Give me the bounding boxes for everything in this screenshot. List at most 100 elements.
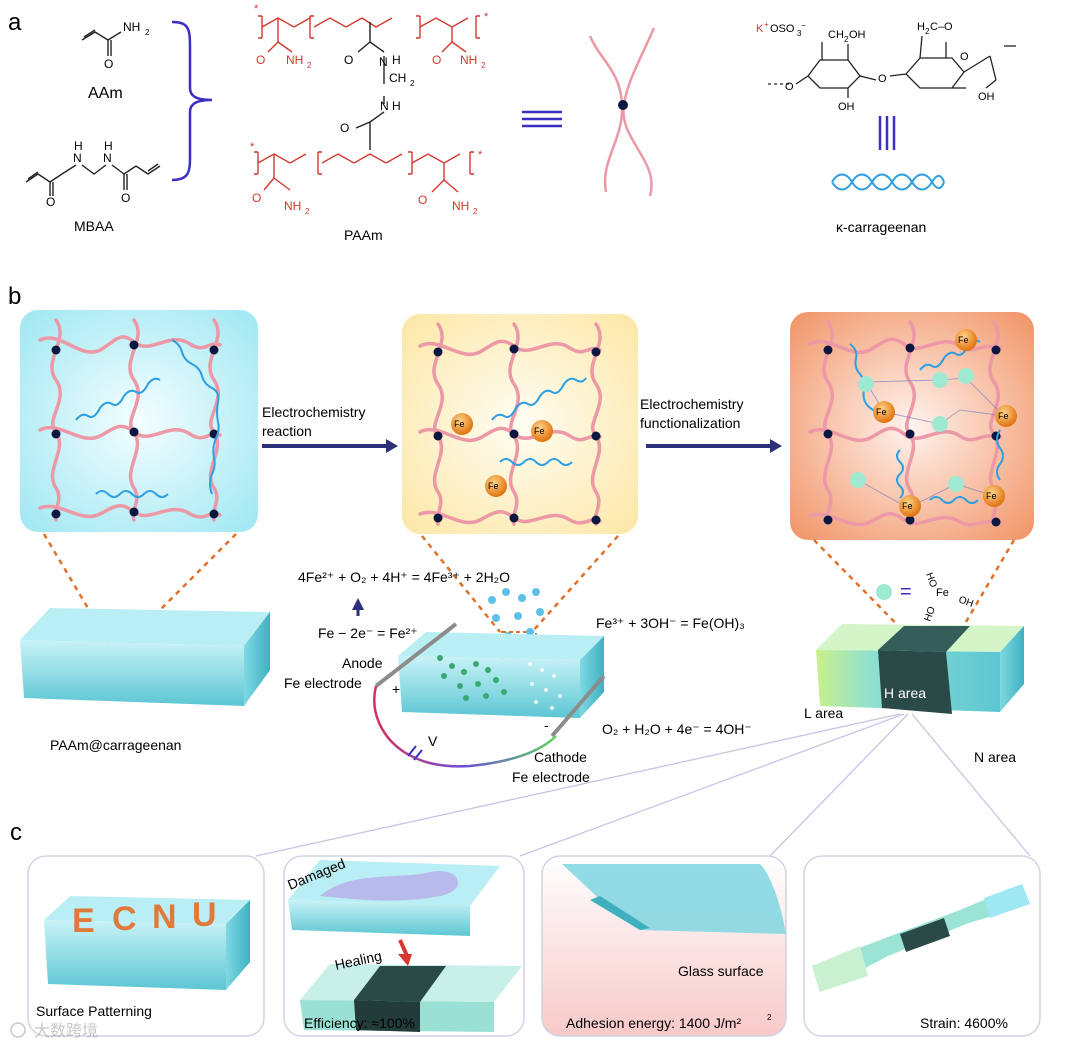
- arrow2-label-line2: functionalization: [640, 415, 740, 431]
- carrageenan-h2c-sub: 2: [925, 27, 930, 36]
- ecnu-c: C: [112, 900, 137, 938]
- carrageenan-oso3-sup: −: [801, 21, 806, 30]
- anode-line1: Anode: [342, 655, 383, 671]
- cathode-line1: Cathode: [534, 749, 587, 765]
- paam-o-3: O: [344, 53, 353, 67]
- paam-o-5: O: [252, 191, 261, 205]
- watermark-text: 大数跨境: [34, 1021, 98, 1040]
- fe3-label-5: Fe: [876, 407, 887, 417]
- paam-nh2-4-sub: 2: [473, 207, 478, 216]
- arrow1-label-line2: reaction: [262, 423, 312, 439]
- card4-right-end: [984, 884, 1030, 918]
- network-pink-3: [808, 320, 1002, 527]
- network-box-fe3: [402, 314, 638, 534]
- carrageenan-oh-1: OH: [838, 101, 855, 113]
- cathode-line2: Fe electrode: [512, 769, 590, 785]
- crosslink-cartoon: [588, 27, 656, 197]
- card4-h-band: [900, 918, 950, 952]
- paam-n-1: N: [379, 55, 388, 69]
- eq-fe3: Fe³⁺ + 3OH⁻ = Fe(OH)₃: [596, 615, 745, 631]
- arrow-functionalization-head: [770, 439, 782, 453]
- carrageenan-ch2oh-sub: 2: [844, 35, 849, 44]
- eq-top: 4Fe²⁺ + O₂ + 4H⁺ = 4Fe³⁺ + 2H₂O: [298, 569, 510, 585]
- carrageenan-structure: [795, 35, 997, 98]
- voltage-label: V: [428, 733, 438, 749]
- white-ions: [528, 662, 562, 710]
- circuit-wire: [373, 685, 557, 768]
- helices-2: [491, 377, 587, 466]
- feoh-ho-2: HO: [922, 605, 938, 623]
- bracket: [171, 20, 213, 182]
- h-area-label: H area: [884, 685, 926, 701]
- minus-sign: -: [544, 717, 549, 733]
- paam-ch2: CH: [389, 71, 406, 85]
- callout-lines: [255, 713, 1031, 857]
- anode-electrode: [374, 622, 458, 688]
- card2-damaged-front: [288, 900, 470, 936]
- panel-a: a NH 2 O AAm N H N H: [8, 3, 1016, 243]
- network-pink-2: [418, 322, 603, 526]
- paam-nh2-2-sub: 2: [481, 61, 486, 70]
- watermark-icon: [10, 1022, 26, 1038]
- carrageenan-oh-2: OH: [978, 91, 995, 103]
- star-4: *: [478, 149, 483, 161]
- cathode-electrode: [550, 674, 606, 738]
- mbaa-o1: O: [46, 195, 55, 209]
- panel-b: b Electrochem: [8, 283, 1034, 785]
- ecnu-letters: E C N U: [72, 896, 217, 940]
- paam-nh2-1-sub: 2: [307, 61, 312, 70]
- panel-b-letter: b: [8, 283, 21, 310]
- paam-nh2-3: NH: [284, 199, 301, 213]
- star-2: *: [484, 11, 489, 23]
- paam-nh2-3-sub: 2: [305, 207, 310, 216]
- gel-label: PAAm@carrageenan: [50, 737, 181, 753]
- fe3-label-7: Fe: [902, 501, 913, 511]
- equivalence-sign-1: [522, 110, 562, 128]
- l-area-label: L area: [804, 705, 843, 721]
- eq-anode: Fe − 2e⁻ = Fe²⁺: [318, 625, 418, 641]
- fe3-label-6: Fe: [998, 411, 1009, 421]
- anode-line2: Fe electrode: [284, 675, 362, 691]
- carrageenan-h2c-tail: C–O: [930, 21, 953, 33]
- panel-c: c E C N U Surface Patterning Dam: [10, 713, 1041, 1037]
- carrageenan-o-ring: O: [960, 51, 969, 63]
- carrageenan-ch2oh: CH: [828, 29, 844, 41]
- paam-h-1: H: [392, 53, 401, 67]
- aam-nh2-sub: 2: [145, 28, 150, 37]
- carrageenan-label: κ-carrageenan: [836, 219, 926, 235]
- paam-ch2-sub: 2: [410, 79, 415, 88]
- panel-a-letter: a: [8, 9, 22, 36]
- card1-gel-front: [44, 920, 226, 990]
- carrageenan-o-glyco: O: [878, 73, 887, 85]
- card2-healed-band-front: [354, 1000, 420, 1032]
- fe3-label-1: Fe: [454, 419, 465, 429]
- carrageenan-k-sup: +: [764, 20, 769, 29]
- ecnu-u: U: [192, 896, 217, 934]
- paam-o-6: O: [418, 193, 427, 207]
- panel-c-letter: c: [10, 819, 22, 846]
- n-area-label: N area: [974, 749, 1016, 765]
- paam-structure: [254, 15, 480, 193]
- ecnu-e: E: [72, 902, 95, 940]
- fe3-label-4: Fe: [958, 335, 969, 345]
- paam-o-1: O: [256, 53, 265, 67]
- mbaa-structure: [25, 163, 161, 196]
- arrow2-label-line1: Electrochemistry: [640, 396, 743, 412]
- ecnu-n: N: [152, 898, 177, 936]
- card3-gel-sheet: [562, 864, 786, 934]
- gel-block-3: [816, 624, 1024, 714]
- feoh-equals: =: [900, 581, 912, 603]
- card1-gel-side: [226, 900, 250, 990]
- crosslink-nodes-1: [51, 340, 219, 519]
- fe3-label-2: Fe: [534, 426, 545, 436]
- paam-nh2-1: NH: [286, 53, 303, 67]
- card1-label: Surface Patterning: [36, 1003, 152, 1019]
- card3-gel-edge: [590, 896, 650, 930]
- mbaa-n1: N: [73, 151, 82, 165]
- card2-label: Efficiency: ≈100%: [304, 1015, 415, 1031]
- card3-label-sup: 2: [767, 1013, 772, 1022]
- equivalence-sign-2: [878, 116, 896, 150]
- mbaa-label: MBAA: [74, 218, 114, 234]
- feoh-fe: Fe: [936, 587, 949, 599]
